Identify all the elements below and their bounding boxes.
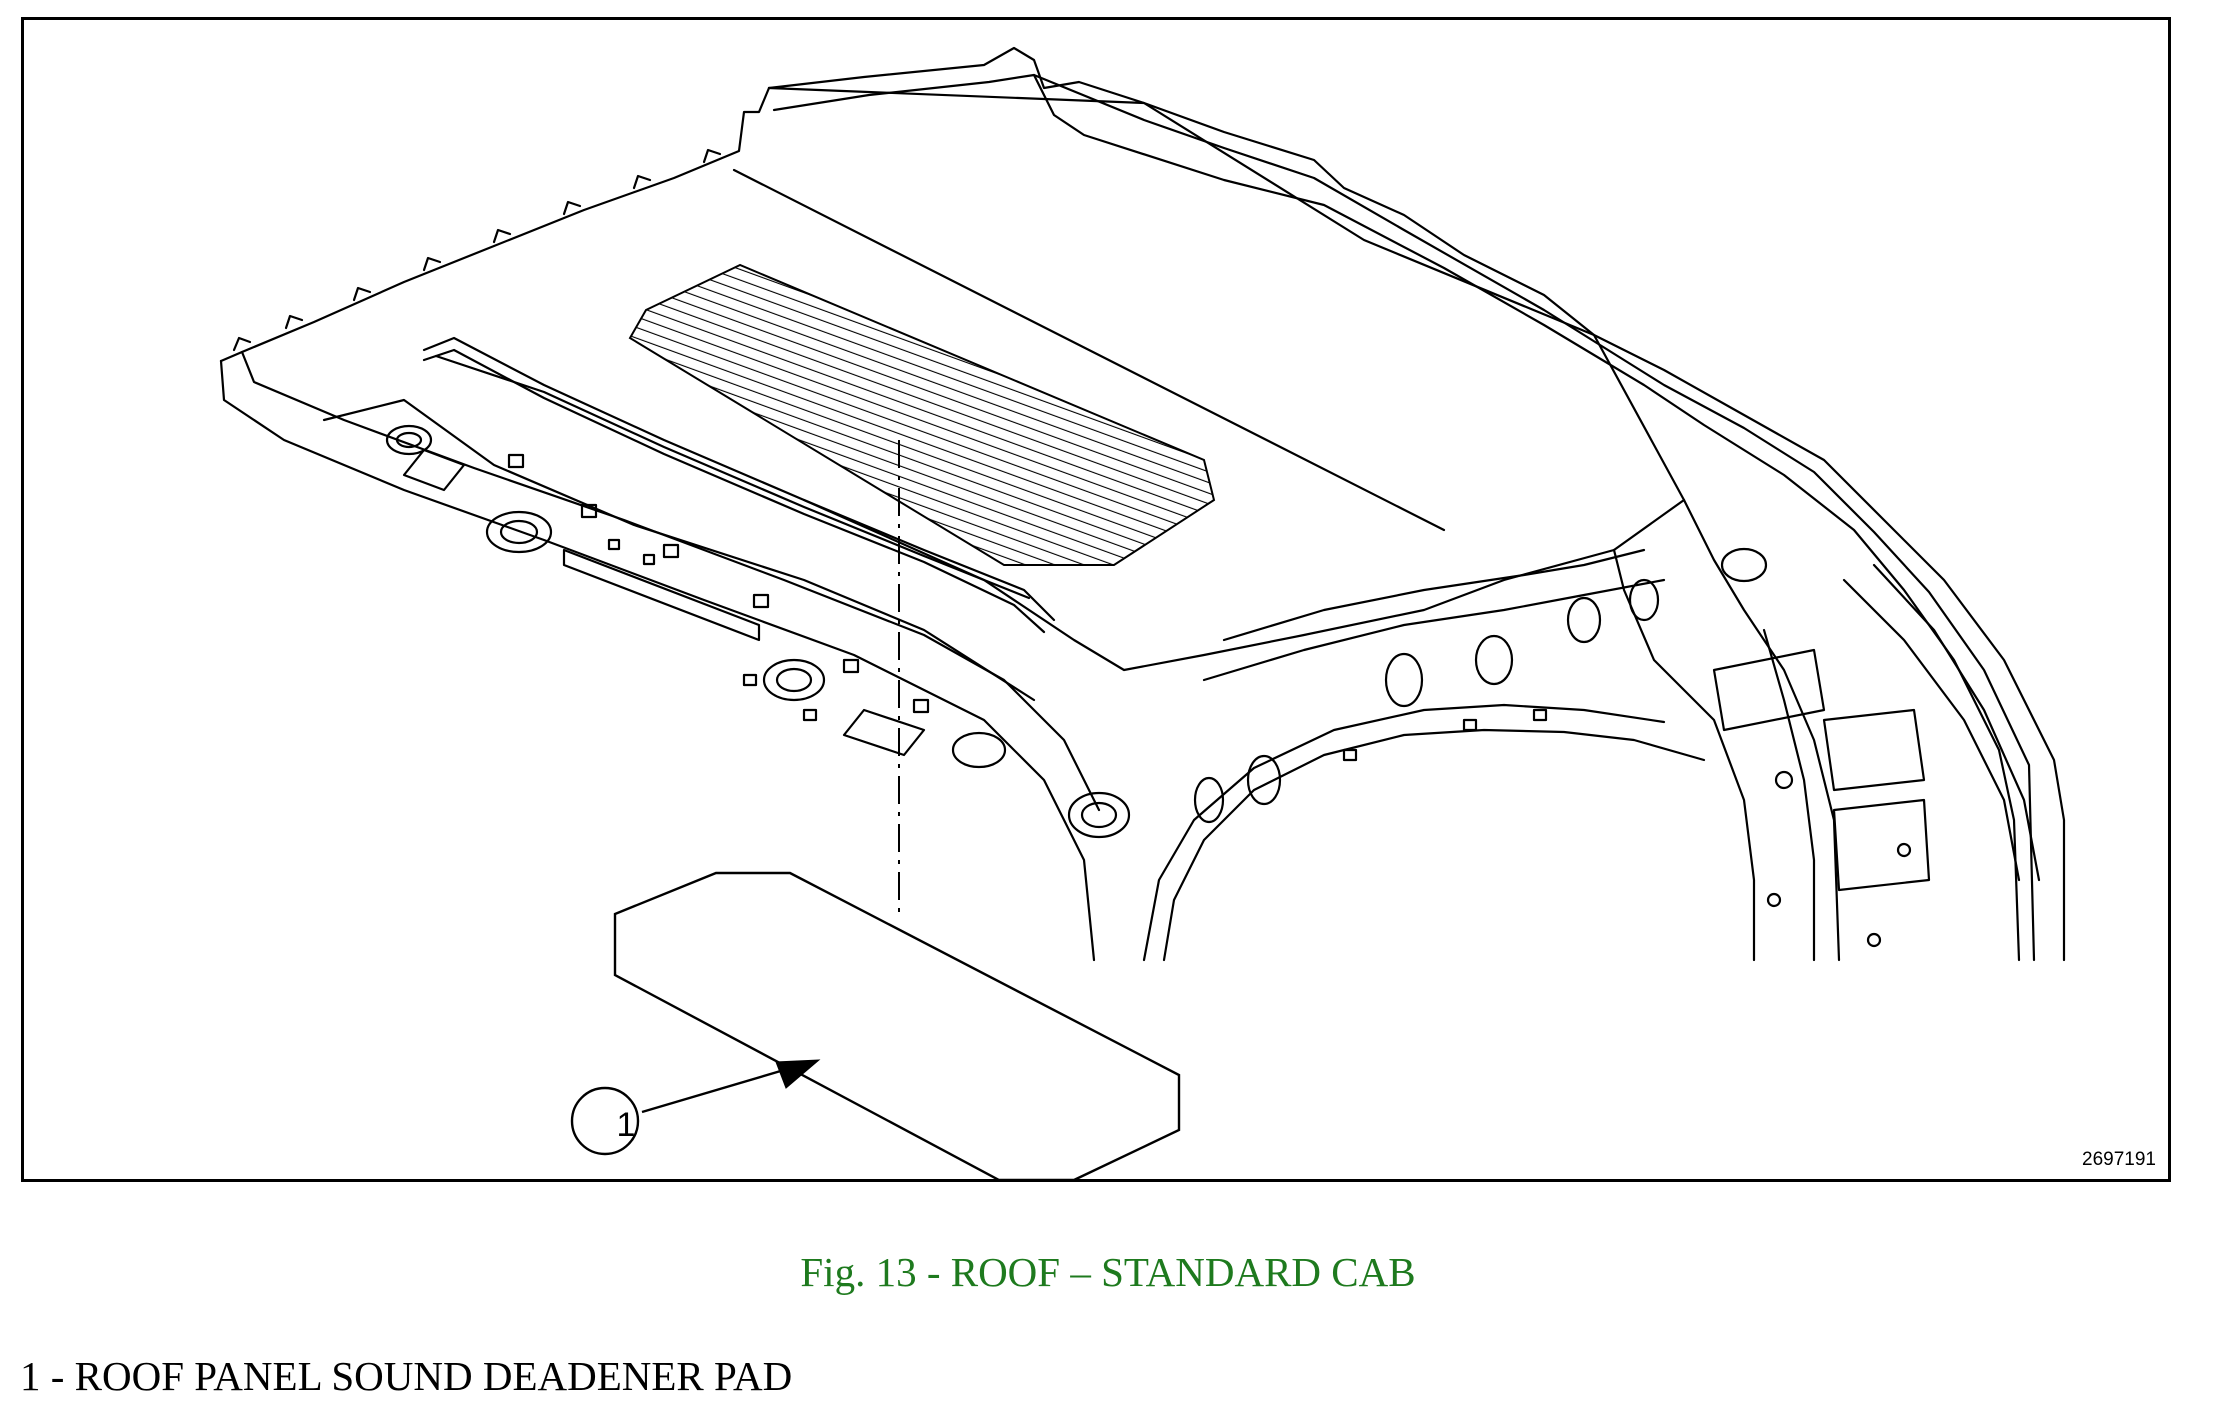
rear-pillar-line-3 (1762, 628, 1816, 962)
figure-frame: 1 2697191 (21, 17, 2171, 1182)
deadener-zone-hatch (628, 263, 1216, 566)
legend-item: 1 - ROOF PANEL SOUND DEADENER PAD (20, 1353, 793, 1399)
roof-panel-outline (767, 86, 1686, 672)
callout-circle (570, 1086, 640, 1156)
rear-panel-box-2 (1832, 798, 1931, 892)
rail-flange-2 (1202, 578, 1666, 682)
header-strip-shade (434, 354, 1031, 600)
roof-top-inner-edge (772, 73, 2036, 962)
roof-crown-line (732, 168, 1446, 532)
roof-rear-rail (1032, 73, 2021, 962)
rear-pillar-line-1 (1842, 578, 2021, 882)
door-opening-inner (1142, 703, 1666, 962)
callout-number: 1 (616, 1105, 636, 1144)
roof-line-drawing (219, 46, 2066, 1182)
front-header-inner (240, 350, 1101, 812)
header-slot (562, 548, 761, 642)
pillar-inner (1612, 548, 1756, 962)
front-header-outer (219, 359, 1096, 962)
figure-caption: Fig. 13 - ROOF – STANDARD CAB (800, 1249, 1416, 1295)
rail-flange-1 (1222, 548, 1646, 642)
roof-top-edge (767, 46, 2066, 962)
header-strip-bottom (422, 348, 1046, 634)
rear-pillar-line-2 (1872, 563, 2041, 882)
callout-leader (641, 1068, 785, 1114)
sound-deadener-pad (613, 871, 1181, 1182)
header-strip-top (422, 336, 1056, 622)
roof-front-edge (219, 86, 771, 363)
front-header-channel (322, 398, 1036, 702)
rear-bracket (1712, 648, 1826, 732)
figure-id-label: 2697191 (2082, 1149, 2156, 1170)
door-opening (1162, 728, 1706, 962)
header-tab-1 (402, 448, 466, 492)
header-tab-2 (842, 708, 926, 757)
pillar-outer (1682, 498, 1841, 962)
callout-arrowhead (775, 1059, 821, 1089)
rear-panel-box-1 (1822, 708, 1926, 792)
